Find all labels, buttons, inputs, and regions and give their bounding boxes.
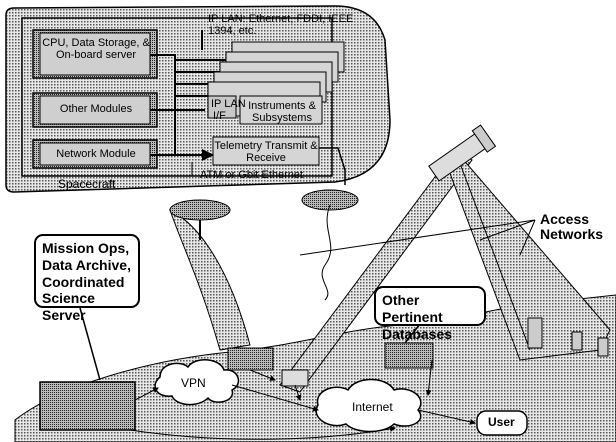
- if-label: I/F: [213, 110, 226, 122]
- vpn-label: VPN: [181, 376, 206, 390]
- network-module-label: Network Module: [56, 148, 136, 160]
- spacecraft-frame: [21, 17, 333, 177]
- instruments-label: Instruments & Subsystems: [248, 100, 316, 124]
- satellite-dish: [428, 124, 497, 182]
- spacecraft-caption: Spacecraft: [58, 177, 116, 191]
- internet-label: Internet: [352, 400, 393, 414]
- beam-diagonal: [279, 149, 473, 393]
- access-networks-label: Access Networks: [540, 211, 604, 242]
- user-label: User: [488, 415, 515, 429]
- mission-ops-callout: Mission Ops, Data Archive, Coordinated S…: [34, 234, 140, 323]
- cpu-module-label: CPU, Data Storage, & On-board server: [42, 37, 150, 61]
- lan-label: IP LAN: Ethernet, FDDI, IEEE 1394, etc.: [208, 13, 354, 37]
- telemetry-label: Telemetry Transmit & Receive: [214, 140, 318, 164]
- mission-ops-server: [39, 381, 136, 431]
- vpn-cloud: [154, 359, 240, 406]
- other-modules-label: Other Modules: [59, 103, 133, 115]
- beam-left: [169, 209, 251, 351]
- other-databases-callout: Other Pertinent Databases: [374, 286, 486, 342]
- atm-label: ATM or Gbit Ethernet: [200, 169, 304, 181]
- user-box: [476, 410, 528, 436]
- ip-lan-label: IP LAN: [211, 98, 246, 110]
